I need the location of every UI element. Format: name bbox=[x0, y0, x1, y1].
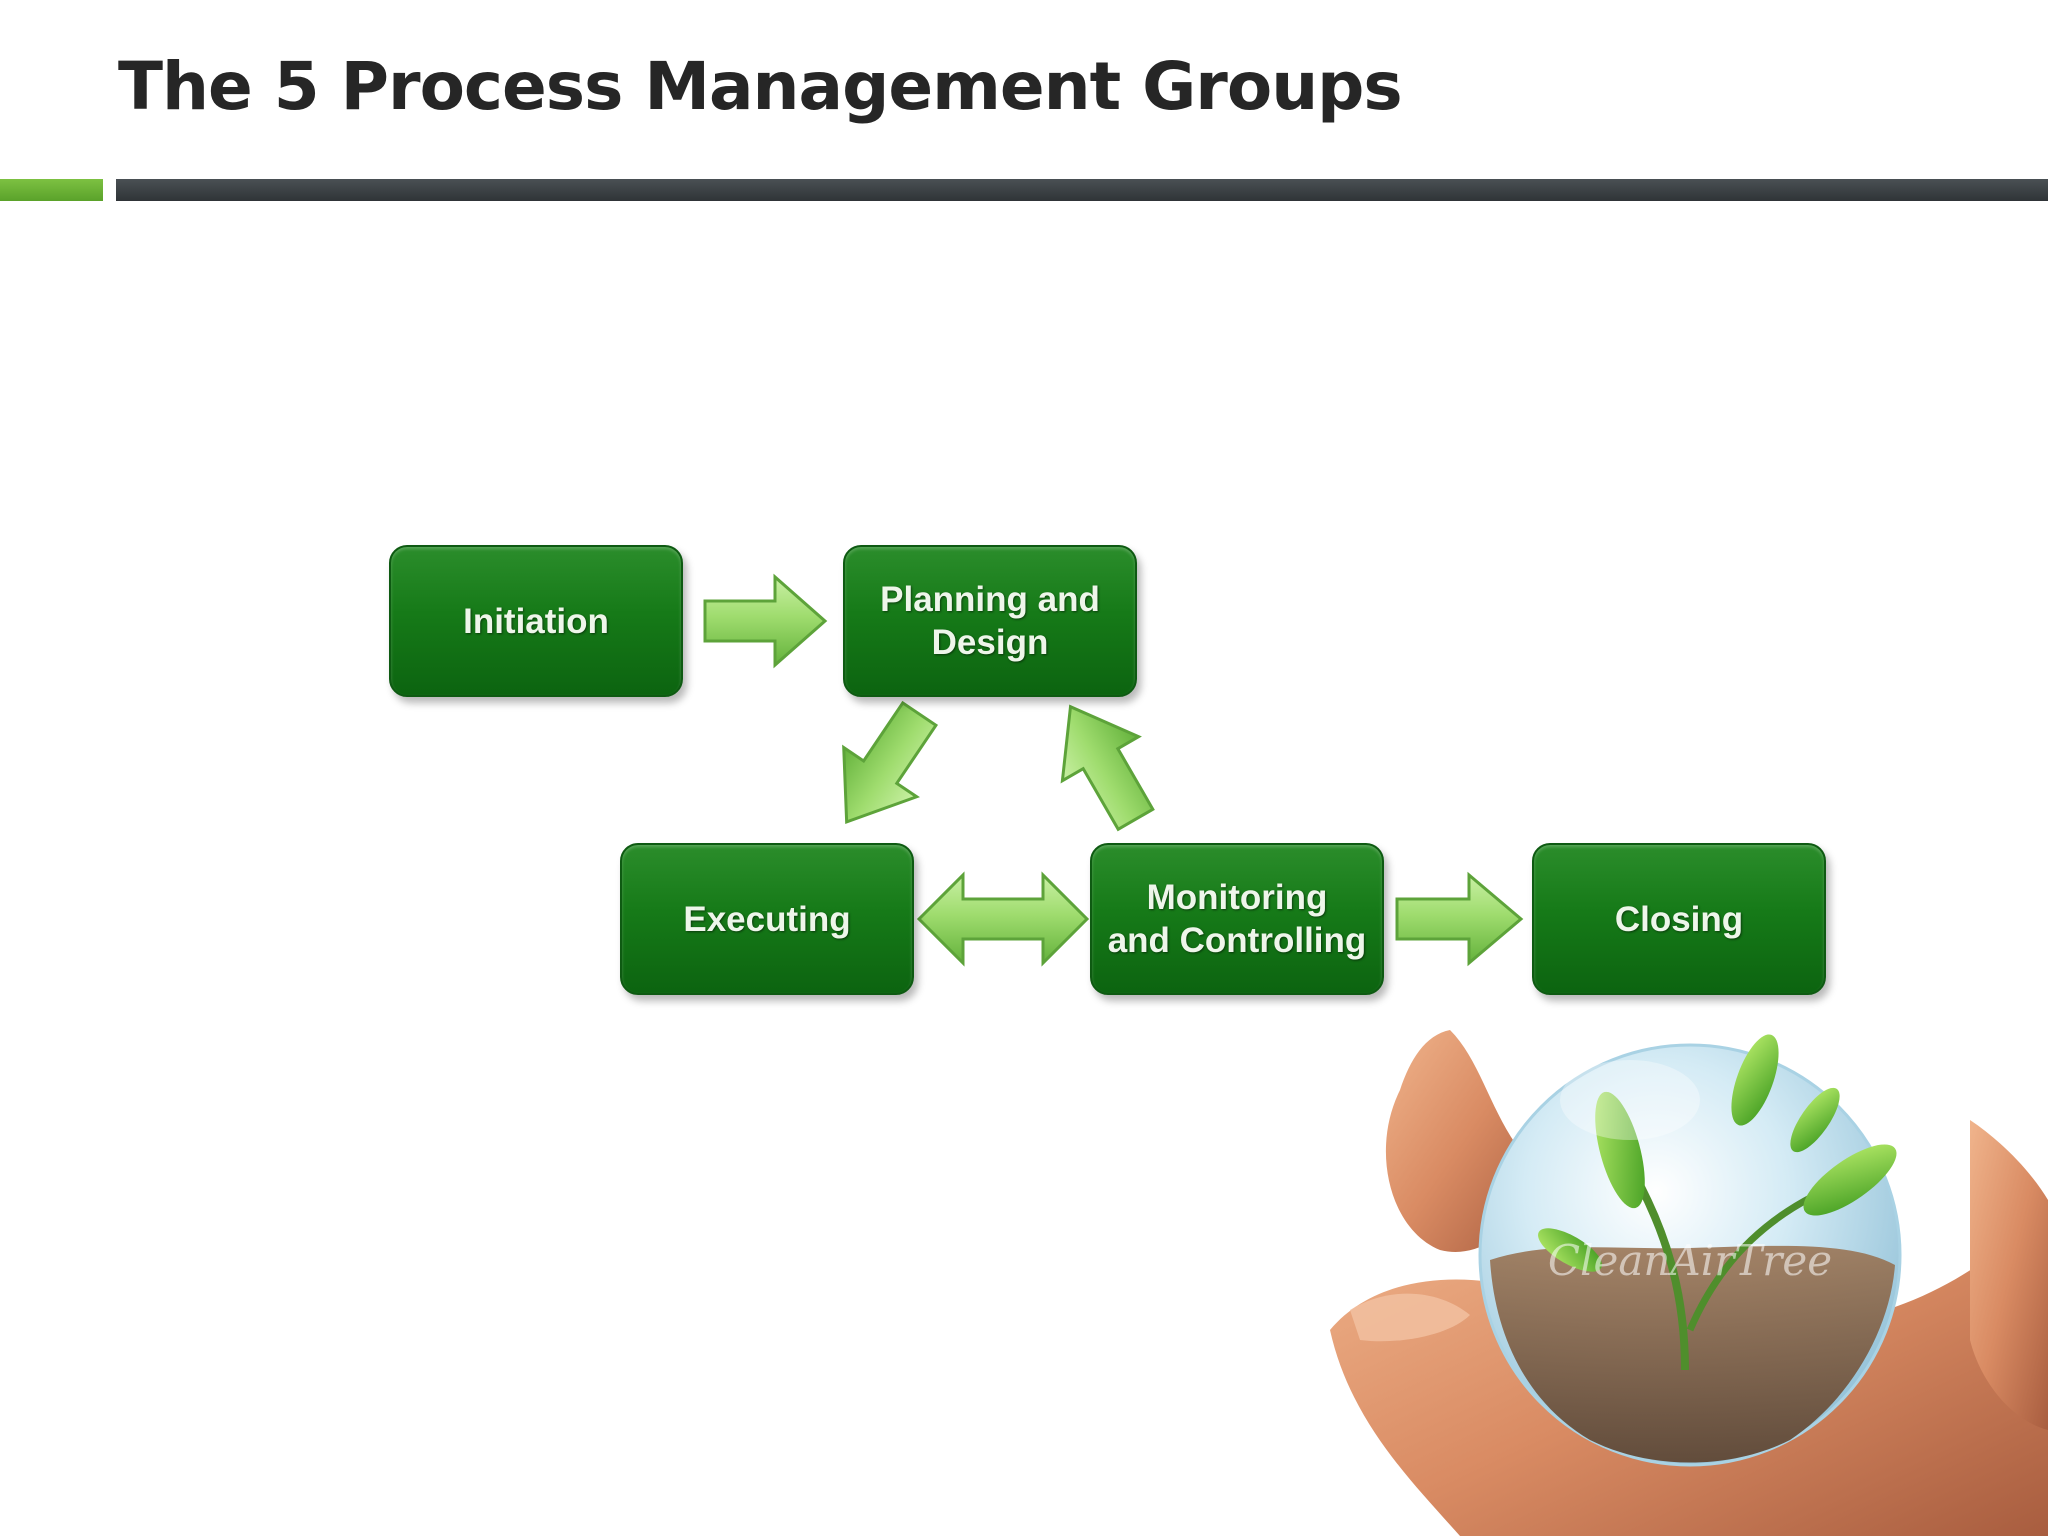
arrow-monitoring-to-planning bbox=[1060, 704, 1155, 832]
process-label-monitoring: Monitoring and Controlling bbox=[1107, 878, 1367, 960]
process-box-executing: Executing bbox=[620, 843, 914, 995]
process-label-initiation: Initiation bbox=[463, 601, 609, 641]
process-box-initiation: Initiation bbox=[389, 545, 683, 697]
arrow-planning-to-executing bbox=[842, 700, 939, 824]
hands-globe-image: CleanAirTree bbox=[1330, 1030, 2048, 1536]
title-rule bbox=[116, 179, 2048, 201]
globe-icon bbox=[1478, 1034, 1902, 1467]
process-box-planning: Planning and Design bbox=[843, 545, 1137, 697]
slide-title: The 5 Process Management Groups bbox=[118, 48, 1403, 125]
process-box-closing: Closing bbox=[1532, 843, 1826, 995]
arrow-initiation-to-planning bbox=[703, 573, 828, 669]
globe-watermark-text: CleanAirTree bbox=[1548, 1236, 1832, 1285]
process-label-closing: Closing bbox=[1614, 899, 1744, 939]
process-label-executing: Executing bbox=[683, 899, 851, 939]
process-label-planning: Planning and Design bbox=[880, 580, 1100, 662]
title-accent-bar bbox=[0, 179, 103, 201]
arrow-monitoring-to-closing bbox=[1395, 871, 1524, 967]
process-box-monitoring: Monitoring and Controlling bbox=[1090, 843, 1384, 995]
arrow-executing-monitoring-both bbox=[916, 871, 1090, 967]
